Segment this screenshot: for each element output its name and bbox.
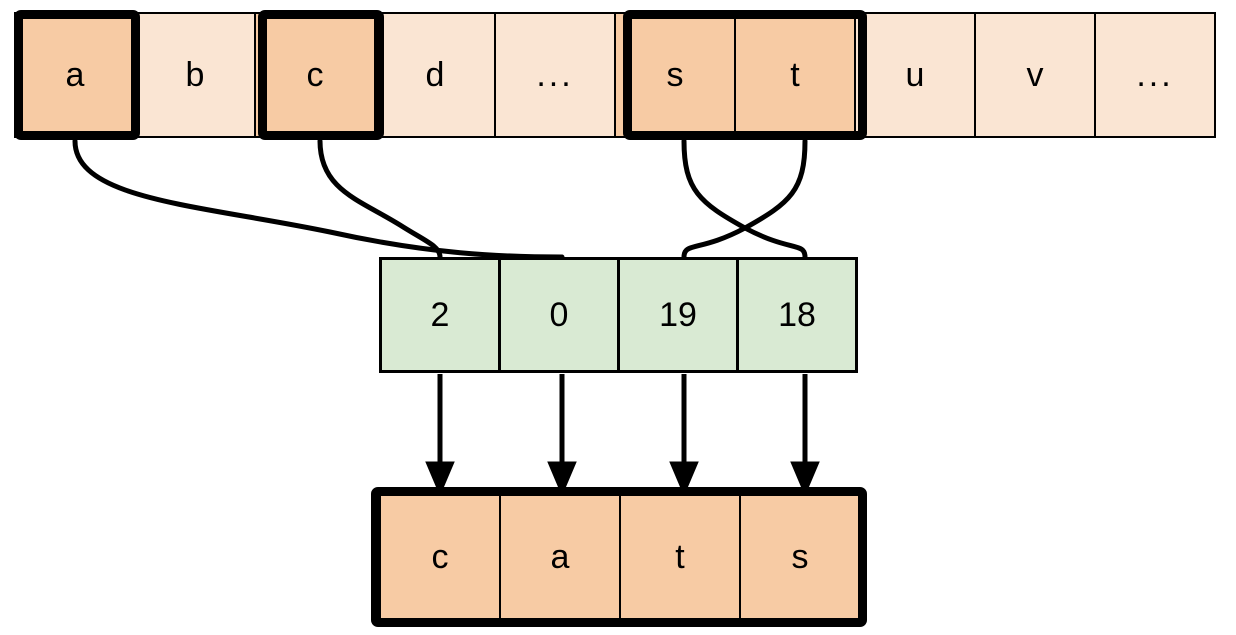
- index-row: 2 0 19 18: [379, 257, 858, 373]
- alphabet-cell-label: d: [425, 55, 445, 94]
- alphabet-cell-a[interactable]: a: [14, 12, 136, 138]
- index-cell-1[interactable]: 0: [498, 257, 620, 373]
- alphabet-cell-c[interactable]: c: [254, 12, 376, 138]
- result-cell-label: s: [791, 537, 809, 576]
- arrow-head-2: [669, 461, 699, 497]
- result-cell-label: a: [550, 537, 570, 576]
- index-cell-3[interactable]: 18: [736, 257, 858, 373]
- index-cell-value: 0: [549, 295, 569, 334]
- index-cell-0[interactable]: 2: [379, 257, 501, 373]
- index-cell-value: 2: [430, 295, 450, 334]
- curve-s-to-18: [681, 138, 808, 260]
- ellipsis-glyph: ...: [1136, 56, 1174, 94]
- alphabet-cell-label: t: [790, 55, 800, 94]
- alphabet-cell-label: a: [65, 55, 85, 94]
- alphabet-cell-label: c: [306, 55, 324, 94]
- alphabet-cell-ellipsis-right: ...: [1094, 12, 1216, 138]
- result-cell-3[interactable]: s: [739, 494, 861, 620]
- curve-c-to-2: [317, 138, 443, 260]
- alphabet-cell-label: s: [666, 55, 684, 94]
- alphabet-cell-d[interactable]: d: [374, 12, 496, 138]
- alphabet-row: a b c d ... s t u v ...: [14, 12, 1216, 138]
- result-cell-label: t: [675, 537, 685, 576]
- alphabet-cell-label: u: [905, 55, 925, 94]
- alphabet-cell-v[interactable]: v: [974, 12, 1096, 138]
- arrow-head-3: [790, 461, 820, 497]
- alphabet-cell-b[interactable]: b: [134, 12, 256, 138]
- alphabet-cell-u[interactable]: u: [854, 12, 976, 138]
- curve-a-to-0: [72, 138, 565, 260]
- curve-t-to-19: [681, 138, 808, 260]
- result-cell-label: c: [431, 537, 449, 576]
- result-cell-2[interactable]: t: [619, 494, 741, 620]
- index-cell-value: 19: [659, 295, 697, 334]
- index-cell-2[interactable]: 19: [617, 257, 739, 373]
- alphabet-cell-s[interactable]: s: [614, 12, 736, 138]
- alphabet-cell-label: b: [185, 55, 205, 94]
- arrow-head-1: [547, 461, 577, 497]
- alphabet-cell-t[interactable]: t: [734, 12, 856, 138]
- ellipsis-glyph: ...: [536, 56, 574, 94]
- alphabet-cell-ellipsis-left: ...: [494, 12, 616, 138]
- arrow-head-0: [425, 461, 455, 497]
- index-cell-value: 18: [778, 295, 816, 334]
- result-cell-0[interactable]: c: [379, 494, 501, 620]
- result-row: c a t s: [379, 494, 861, 620]
- alphabet-cell-label: v: [1026, 55, 1044, 94]
- result-cell-1[interactable]: a: [499, 494, 621, 620]
